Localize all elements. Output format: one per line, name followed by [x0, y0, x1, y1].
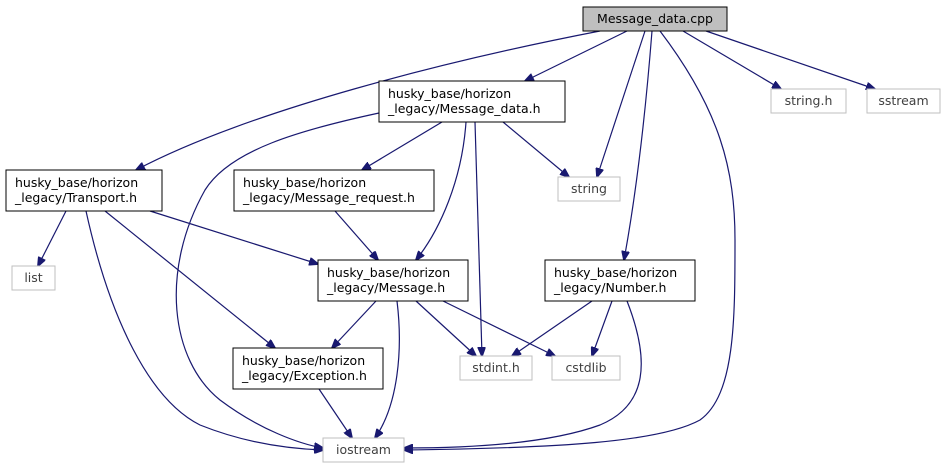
node-message-data-cpp[interactable]: Message_data.cpp	[582, 6, 728, 32]
node-box	[866, 88, 941, 114]
node-box	[551, 355, 621, 381]
node-number-h[interactable]: husky_base/horizon_legacy/Number.h	[544, 259, 696, 302]
node-message-data-h[interactable]: husky_base/horizon_legacy/Message_data.h	[378, 80, 566, 123]
edge-transport-h-to-iostream	[85, 210, 323, 450]
node-label-line: sstream	[878, 93, 928, 108]
edge-exception-h-to-iostream	[318, 388, 352, 438]
node-label-line: _legacy/Message.h	[326, 280, 445, 295]
edge-message-data-h-to-string	[502, 121, 569, 177]
node-label-line: _legacy/Exception.h	[241, 368, 367, 383]
node-label-line: stdint.h	[472, 360, 520, 375]
node-box	[5, 169, 163, 212]
edge-message-data-h-to-stdint-h	[474, 121, 482, 356]
edge-transport-h-to-exception-h	[104, 210, 275, 348]
node-label-line: husky_base/horizon	[554, 265, 677, 280]
edge-message-data-cpp-to-message-data-h	[525, 30, 628, 81]
edge-message-data-cpp-to-number-h	[624, 30, 653, 260]
node-label-line: list	[24, 270, 42, 285]
edge-message-h-to-cstdlib	[442, 300, 555, 356]
node-label-line: cstdlib	[565, 360, 606, 375]
node-label-line: husky_base/horizon	[242, 353, 365, 368]
node-exception-h[interactable]: husky_base/horizon_legacy/Exception.h	[232, 347, 384, 390]
nodes-layer: Message_data.cpphusky_base/horizon_legac…	[5, 6, 941, 463]
edge-message-data-h-to-iostream	[175, 112, 380, 448]
node-stdint-h: stdint.h	[459, 355, 533, 381]
edge-message-h-to-stdint-h	[415, 300, 476, 356]
node-box	[232, 347, 384, 390]
node-label-line: string.h	[785, 93, 833, 108]
node-label-line: _legacy/Number.h	[553, 280, 666, 295]
edge-message-data-h-to-message-request-h	[362, 121, 443, 170]
node-label-line: _legacy/Message_request.h	[242, 190, 415, 205]
node-box	[233, 169, 435, 212]
node-box	[11, 265, 56, 291]
edges-layer	[38, 30, 875, 450]
edge-message-h-to-iostream	[375, 300, 400, 438]
node-box	[317, 259, 469, 302]
node-label-line: husky_base/horizon	[388, 86, 511, 101]
edge-message-data-cpp-to-string	[597, 30, 646, 177]
node-box	[770, 88, 847, 114]
node-label-line: husky_base/horizon	[15, 175, 138, 190]
node-list: list	[11, 265, 56, 291]
edge-message-data-cpp-to-string-h	[682, 30, 781, 89]
node-label-line: _legacy/Transport.h	[14, 190, 137, 205]
node-box	[544, 259, 696, 302]
node-transport-h[interactable]: husky_base/horizon_legacy/Transport.h	[5, 169, 163, 212]
node-box	[459, 355, 533, 381]
node-message-request-h[interactable]: husky_base/horizon_legacy/Message_reques…	[233, 169, 435, 212]
edge-message-h-to-exception-h	[332, 300, 377, 348]
node-iostream: iostream	[322, 437, 405, 463]
node-label-line: string	[571, 181, 607, 196]
node-message-h[interactable]: husky_base/horizon_legacy/Message.h	[317, 259, 469, 302]
edge-number-h-to-stdint-h	[512, 300, 593, 356]
edge-message-data-cpp-to-sstream	[705, 30, 875, 89]
node-sstream: sstream	[866, 88, 941, 114]
node-box	[378, 80, 566, 123]
edge-message-data-cpp-to-iostream	[404, 30, 736, 450]
edge-transport-h-to-list	[38, 210, 67, 266]
node-box	[322, 437, 405, 463]
node-box	[557, 176, 621, 202]
node-cstdlib: cstdlib	[551, 355, 621, 381]
node-box	[582, 6, 728, 32]
edge-number-h-to-iostream	[404, 300, 642, 448]
edge-message-request-h-to-message-h	[334, 210, 378, 260]
edge-message-data-h-to-message-h	[416, 121, 467, 260]
edge-message-data-cpp-to-transport-h	[136, 30, 601, 170]
node-label-line: husky_base/horizon	[243, 175, 366, 190]
edge-transport-h-to-message-h	[149, 210, 318, 264]
node-label-line: iostream	[336, 442, 391, 457]
node-label-line: Message_data.cpp	[597, 11, 713, 26]
node-label-line: _legacy/Message_data.h	[387, 101, 541, 116]
edge-number-h-to-cstdlib	[592, 300, 613, 356]
node-string: string	[557, 176, 621, 202]
node-label-line: husky_base/horizon	[327, 265, 450, 280]
node-string-h: string.h	[770, 88, 847, 114]
